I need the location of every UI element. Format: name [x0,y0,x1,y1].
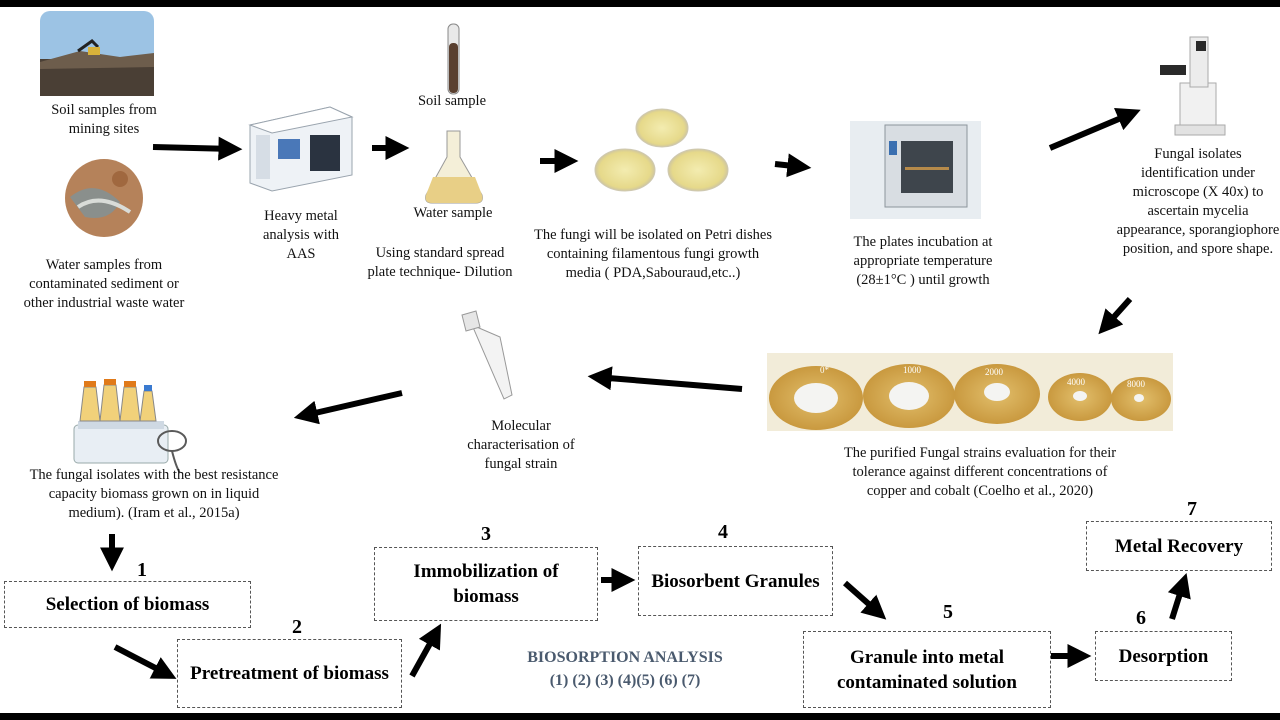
step-immobilization: Immobilization of biomass [374,547,598,621]
mining-site-photo [40,11,154,96]
arrow [293,390,403,425]
step-desorption: Desorption [1095,631,1232,681]
water-flask-image [425,130,483,204]
caption-heavy-metal: Heavy metal analysis with AAS [262,208,340,262]
tolerance-plates-photo [767,353,1173,431]
arrow [1167,572,1191,620]
arrow [587,366,743,392]
step-number: 6 [1136,607,1146,629]
illustration-layer: 0* 1000 2000 4000 8000 [40,11,1226,679]
arrow [152,136,243,161]
arrow [409,623,442,678]
microcentrifuge-tube-image [461,310,513,400]
step-number: 7 [1187,498,1197,520]
petri-dishes-image [594,108,729,192]
step-number: 2 [292,616,302,638]
arrow [1098,296,1133,335]
step-number: 4 [718,521,728,543]
biosorption-steps: (1) (2) (3) (4)(5) (6) (7) [549,672,701,689]
plate-label: 1000 [903,365,922,375]
biosorption-title: BIOSORPTION ANALYSIS [527,649,723,666]
arrow [113,644,177,679]
arrow [774,153,812,178]
plate-label: 8000 [1127,379,1146,389]
caption-soil-mining: Soil samples from mining sites [51,102,157,137]
diagram-canvas: 0* 1000 2000 4000 8000 [0,7,1280,713]
step-pretreatment: Pretreatment of biomass [177,639,402,708]
caption-tolerance: The purified Fungal strains evaluation f… [843,445,1117,499]
step-number: 1 [137,559,147,581]
plate-label: 4000 [1067,377,1086,387]
plate-label: 0* [820,365,830,375]
caption-biomass-grown: The fungal isolates with the best resist… [29,467,279,521]
caption-soil-sample: Soil sample [417,93,487,109]
caption-microscope: Fungal isolates identification under mic… [1116,146,1280,257]
arrow [843,580,887,620]
caption-molecular: Molecular characterisation of fungal str… [467,418,575,472]
arrow [1048,108,1141,151]
caption-incubation: The plates incubation at appropriate tem… [853,234,993,288]
water-sample-photo [65,159,143,237]
incubator-image [850,121,981,219]
caption-water-samples: Water samples from contaminated sediment… [23,257,185,311]
step-granule-into-solution: Granule into metal contaminated solution [803,631,1051,708]
shaker-flasks-image [73,379,187,474]
plate-label: 2000 [985,367,1004,377]
soil-test-tube-image [447,23,460,95]
step-number: 3 [481,523,491,545]
step-biosorbent-granules: Biosorbent Granules [638,546,833,616]
flow-arrows [100,108,1191,679]
caption-water-sample: Water sample [413,205,493,221]
step-metal-recovery: Metal Recovery [1086,521,1272,571]
step-selection-of-biomass: Selection of biomass [4,581,251,628]
step-number: 5 [943,601,953,623]
caption-petri: The fungi will be isolated on Petri dish… [533,227,772,281]
microscope-image [1160,36,1226,136]
aas-instrument-image [248,106,354,192]
caption-spread-plate: Using standard spread plate technique- D… [367,245,513,280]
